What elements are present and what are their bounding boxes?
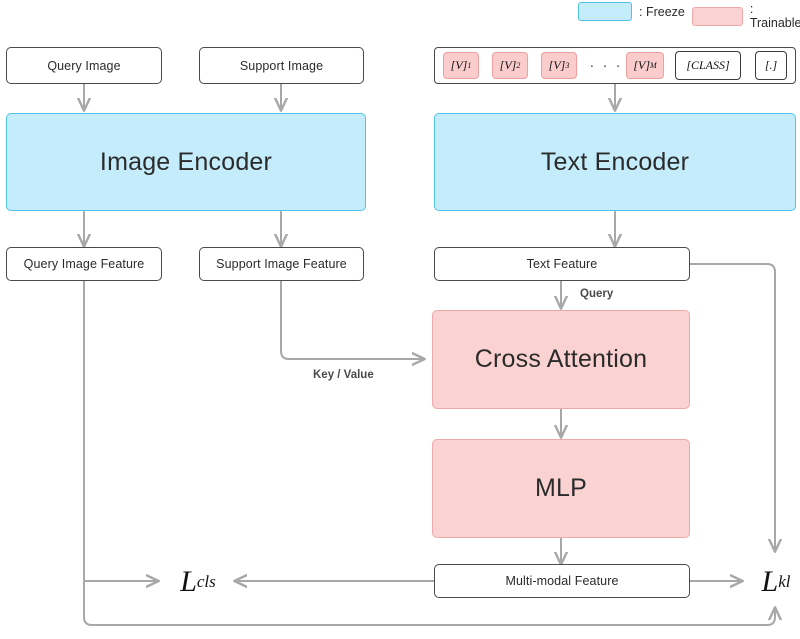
prompt-token-v1-text: [V] xyxy=(450,58,468,72)
legend-trainable: : Trainable xyxy=(692,2,800,30)
loss-kl-sub: kl xyxy=(778,572,791,591)
prompt-token-v3[interactable]: [V]3 xyxy=(541,52,577,79)
prompt-token-period[interactable]: [.] xyxy=(755,51,787,80)
edge-label-query: Query xyxy=(580,288,613,300)
wire-query-feature-to-lcls xyxy=(83,280,158,581)
prompt-token-v2-sub: 2 xyxy=(516,61,521,70)
node-text-encoder-label: Text Encoder xyxy=(540,147,690,176)
node-support-image-feature[interactable]: Support Image Feature xyxy=(199,247,364,281)
node-image-encoder[interactable]: Image Encoder xyxy=(6,113,366,211)
node-mlp[interactable]: MLP xyxy=(432,439,690,538)
prompt-token-class[interactable]: [CLASS] xyxy=(675,51,741,80)
loss-cls-text: L xyxy=(180,565,197,598)
prompt-token-v2[interactable]: [V]2 xyxy=(492,52,528,79)
legend-freeze: : Freeze xyxy=(578,2,685,21)
node-text-feature-label: Text Feature xyxy=(526,257,598,271)
legend-freeze-swatch xyxy=(578,2,632,21)
prompt-token-v1-sub: 1 xyxy=(467,61,472,70)
node-support-image[interactable]: Support Image xyxy=(199,47,364,84)
loss-cls-sub: cls xyxy=(196,572,216,591)
prompt-token-v1[interactable]: [V]1 xyxy=(443,52,479,79)
node-query-image-label: Query Image xyxy=(47,58,121,73)
node-cross-attention-label: Cross Attention xyxy=(474,345,648,373)
prompt-token-ellipsis-text: · · · xyxy=(589,57,623,74)
prompt-token-v3-text: [V] xyxy=(548,58,566,72)
node-mlp-label: MLP xyxy=(534,474,587,502)
node-text-encoder[interactable]: Text Encoder xyxy=(434,113,796,211)
legend-freeze-label: : Freeze xyxy=(639,4,685,19)
node-query-image[interactable]: Query Image xyxy=(6,47,162,84)
edge-label-query-text: Query xyxy=(580,288,614,300)
legend-trainable-label: : Trainable xyxy=(749,2,800,30)
loss-kl-text: L xyxy=(761,565,779,598)
node-multimodal-feature-label: Multi-modal Feature xyxy=(505,574,619,588)
node-support-image-label: Support Image xyxy=(239,58,324,73)
prompt-token-ellipsis: · · · xyxy=(586,52,626,79)
prompt-token-v3-sub: 3 xyxy=(565,61,570,70)
node-text-feature[interactable]: Text Feature xyxy=(434,247,690,281)
node-cross-attention[interactable]: Cross Attention xyxy=(432,310,690,409)
prompt-token-v2-text: [V] xyxy=(499,58,517,72)
edge-label-key-value-text: Key / Value xyxy=(313,369,374,381)
node-multimodal-feature[interactable]: Multi-modal Feature xyxy=(434,564,690,598)
node-image-encoder-label: Image Encoder xyxy=(99,147,273,176)
prompt-token-class-text: [CLASS] xyxy=(686,58,730,72)
edge-label-key-value: Key / Value xyxy=(313,369,374,381)
node-query-image-feature[interactable]: Query Image Feature xyxy=(6,247,162,281)
prompt-token-vm-text: [V] xyxy=(633,58,650,72)
wire-support-feature-to-cross-attention xyxy=(280,279,424,359)
legend-trainable-swatch xyxy=(692,6,743,26)
node-query-image-feature-label: Query Image Feature xyxy=(23,257,145,271)
node-support-image-feature-label: Support Image Feature xyxy=(216,257,347,271)
prompt-token-vm[interactable]: [V]M xyxy=(626,52,664,79)
prompt-token-vm-sub: M xyxy=(650,61,657,70)
wire-text-feature-to-lkl xyxy=(689,263,775,551)
prompt-token-period-text: [.] xyxy=(764,58,778,72)
